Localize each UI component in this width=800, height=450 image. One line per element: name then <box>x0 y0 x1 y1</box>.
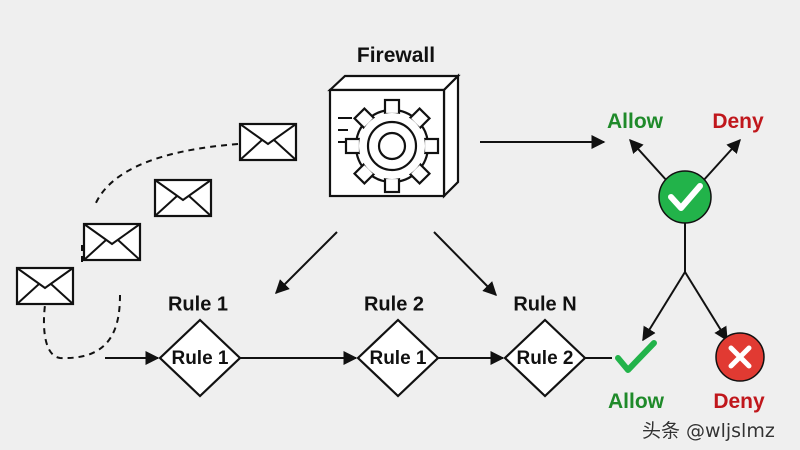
top-allow-label: Allow <box>607 110 663 133</box>
bottom-allow-label: Allow <box>608 390 664 413</box>
top-deny-label: Deny <box>712 110 764 133</box>
arrow-to-top-allow <box>629 138 669 183</box>
rule-diamond-label-3: Rule 2 <box>516 348 574 369</box>
cross-circle-icon <box>715 332 765 382</box>
rule-diamond-shape <box>503 318 587 398</box>
rule-diamond-label-1: Rule 1 <box>171 348 229 369</box>
envelope-icon <box>82 222 142 262</box>
arrow-to-rule-1 <box>275 231 338 294</box>
arrow-to-rule-n <box>433 231 497 296</box>
rule-header-n: Rule N <box>513 293 577 316</box>
rule-header-2: Rule 2 <box>363 293 425 316</box>
bottom-deny-label: Deny <box>713 390 765 413</box>
arrow-to-bottom-allow <box>642 271 686 342</box>
firewall-title: Firewall <box>356 44 436 67</box>
rule-header-1: Rule 1 <box>167 293 229 316</box>
arrow-to-bottom-deny <box>684 271 728 342</box>
rule-diamond-label-2: Rule 1 <box>369 348 427 369</box>
dashed-packet-path <box>42 143 239 360</box>
check-mark-icon <box>615 340 657 373</box>
firewall-gear-icon <box>327 73 461 199</box>
check-circle-icon <box>658 170 712 224</box>
envelope-icon <box>15 266 75 306</box>
arrow-to-top-deny <box>701 138 741 183</box>
watermark-text: 头条 @wljslmz <box>642 420 775 442</box>
rule-diamond-shape <box>356 318 440 398</box>
rule-diamond-shape <box>158 318 242 398</box>
envelope-icon <box>153 178 213 218</box>
envelope-icon <box>238 122 298 162</box>
